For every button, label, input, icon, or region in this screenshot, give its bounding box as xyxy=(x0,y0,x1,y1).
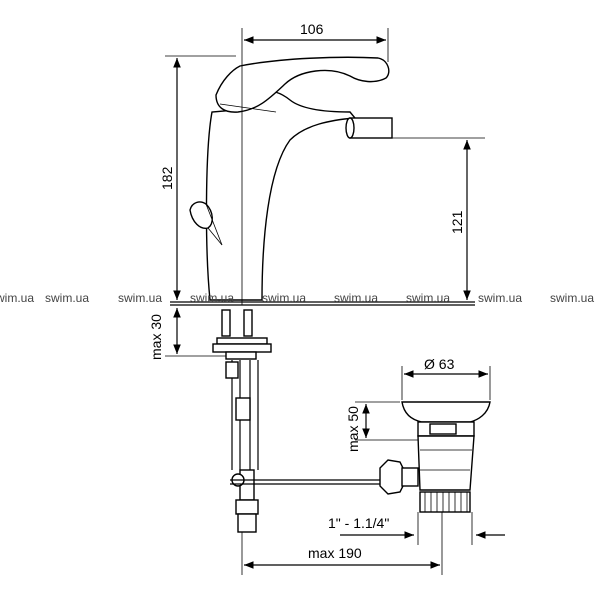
watermark-text: swim.ua xyxy=(262,291,306,305)
dimension-reach-label: max 190 xyxy=(308,545,362,561)
dimension-drain-lift-label: max 50 xyxy=(345,406,361,452)
watermark-text: swim.ua xyxy=(0,291,34,305)
watermark-text: swim.ua xyxy=(478,291,522,305)
dimension-drain-diameter: Ø 63 xyxy=(401,356,491,400)
dimension-drain-lift: max 50 xyxy=(345,401,418,452)
dimension-height-label: 182 xyxy=(159,166,175,190)
dimension-deck-thickness-label: max 30 xyxy=(148,314,164,360)
dimension-height: 182 xyxy=(159,55,236,300)
dimension-drain-diameter-label: Ø 63 xyxy=(424,356,455,372)
watermark-text: swim.ua xyxy=(406,291,450,305)
dimension-thread: 1" - 1.1/4" xyxy=(328,512,505,545)
dimension-deck-thickness: max 30 xyxy=(148,308,226,360)
dimension-spout-height-label: 121 xyxy=(449,210,465,234)
dimension-thread-label: 1" - 1.1/4" xyxy=(328,515,389,531)
watermark-text: swim.ua xyxy=(334,291,378,305)
watermark-text: swim.ua xyxy=(118,291,162,305)
mounting-assembly xyxy=(212,309,388,533)
dimension-width-label: 106 xyxy=(300,21,324,37)
dimension-width: 106 xyxy=(241,21,389,305)
watermark-row: swim.ua swim.ua swim.ua swim.ua swim.ua … xyxy=(0,291,594,305)
watermark-text: swim.ua xyxy=(45,291,89,305)
dimension-spout-height: 121 xyxy=(392,137,485,300)
dimension-reach: max 190 xyxy=(241,512,443,575)
pop-up-drain-icon xyxy=(379,401,491,513)
watermark-text: swim.ua xyxy=(550,291,594,305)
watermark-text: swim.ua xyxy=(190,291,234,305)
faucet-icon xyxy=(189,56,393,301)
